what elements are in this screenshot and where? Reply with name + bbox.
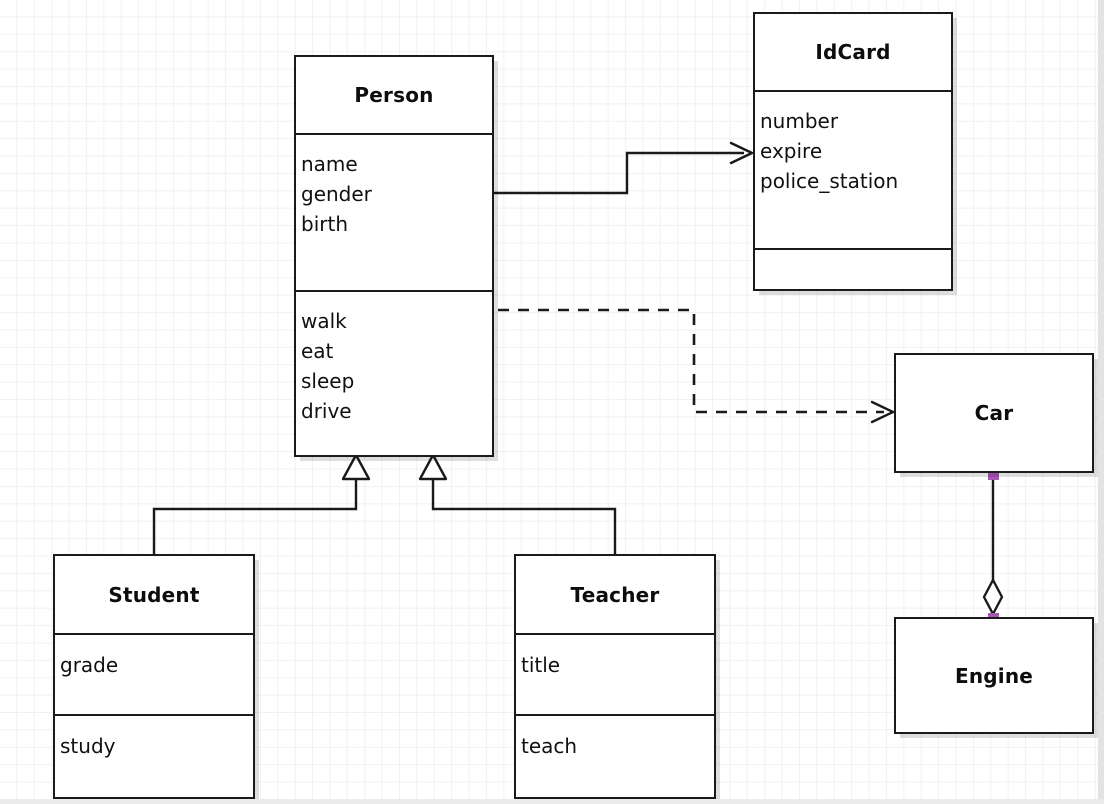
attributes-teacher: title (516, 633, 714, 714)
methods-person: walk eat sleep drive (296, 290, 492, 454)
uml-class-student[interactable]: Student grade study (53, 554, 255, 799)
connector-endpoint-car[interactable] (988, 469, 999, 480)
attributes-idcard: number expire police_station (755, 90, 951, 248)
methods-teacher: teach (516, 714, 714, 798)
uml-class-teacher[interactable]: Teacher title teach (514, 554, 716, 799)
canvas-right-edge (1098, 0, 1104, 804)
generalization-student-person (152, 453, 371, 556)
methods-student: study (55, 714, 253, 798)
attributes-student: grade (55, 633, 253, 714)
class-name-teacher: Teacher (570, 582, 660, 607)
generalization-teacher-person (418, 453, 617, 556)
attributes-person: name gender birth (296, 133, 492, 290)
class-name-engine: Engine (954, 663, 1034, 688)
class-name-person: Person (354, 83, 434, 107)
class-name-student: Student (108, 582, 200, 607)
uml-class-person[interactable]: Person name gender birth walk eat sleep … (294, 55, 494, 457)
methods-idcard (755, 248, 951, 290)
canvas-bottom-edge (0, 799, 1104, 804)
dependency-person-car (498, 308, 895, 424)
uml-class-idcard[interactable]: IdCard number expire police_station (753, 12, 953, 291)
aggregation-car-engine (982, 474, 1004, 619)
uml-class-engine[interactable]: Engine (894, 617, 1094, 734)
uml-class-car[interactable]: Car (894, 353, 1094, 473)
class-name-idcard: IdCard (815, 40, 891, 64)
class-name-car: Car (974, 401, 1014, 425)
association-person-idcard (494, 141, 754, 195)
